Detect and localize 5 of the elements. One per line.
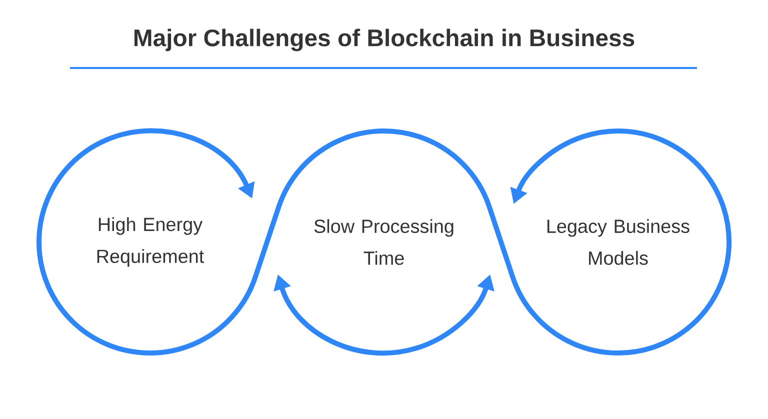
node-label: Slow Processing Time bbox=[314, 219, 454, 265]
title: Major Challenges of Blockchain in Business bbox=[134, 28, 634, 52]
curved-arrow bbox=[36, 128, 732, 356]
node-label: High Energy Requirement bbox=[97, 217, 204, 267]
node-label: Legacy Business Models bbox=[547, 219, 690, 265]
